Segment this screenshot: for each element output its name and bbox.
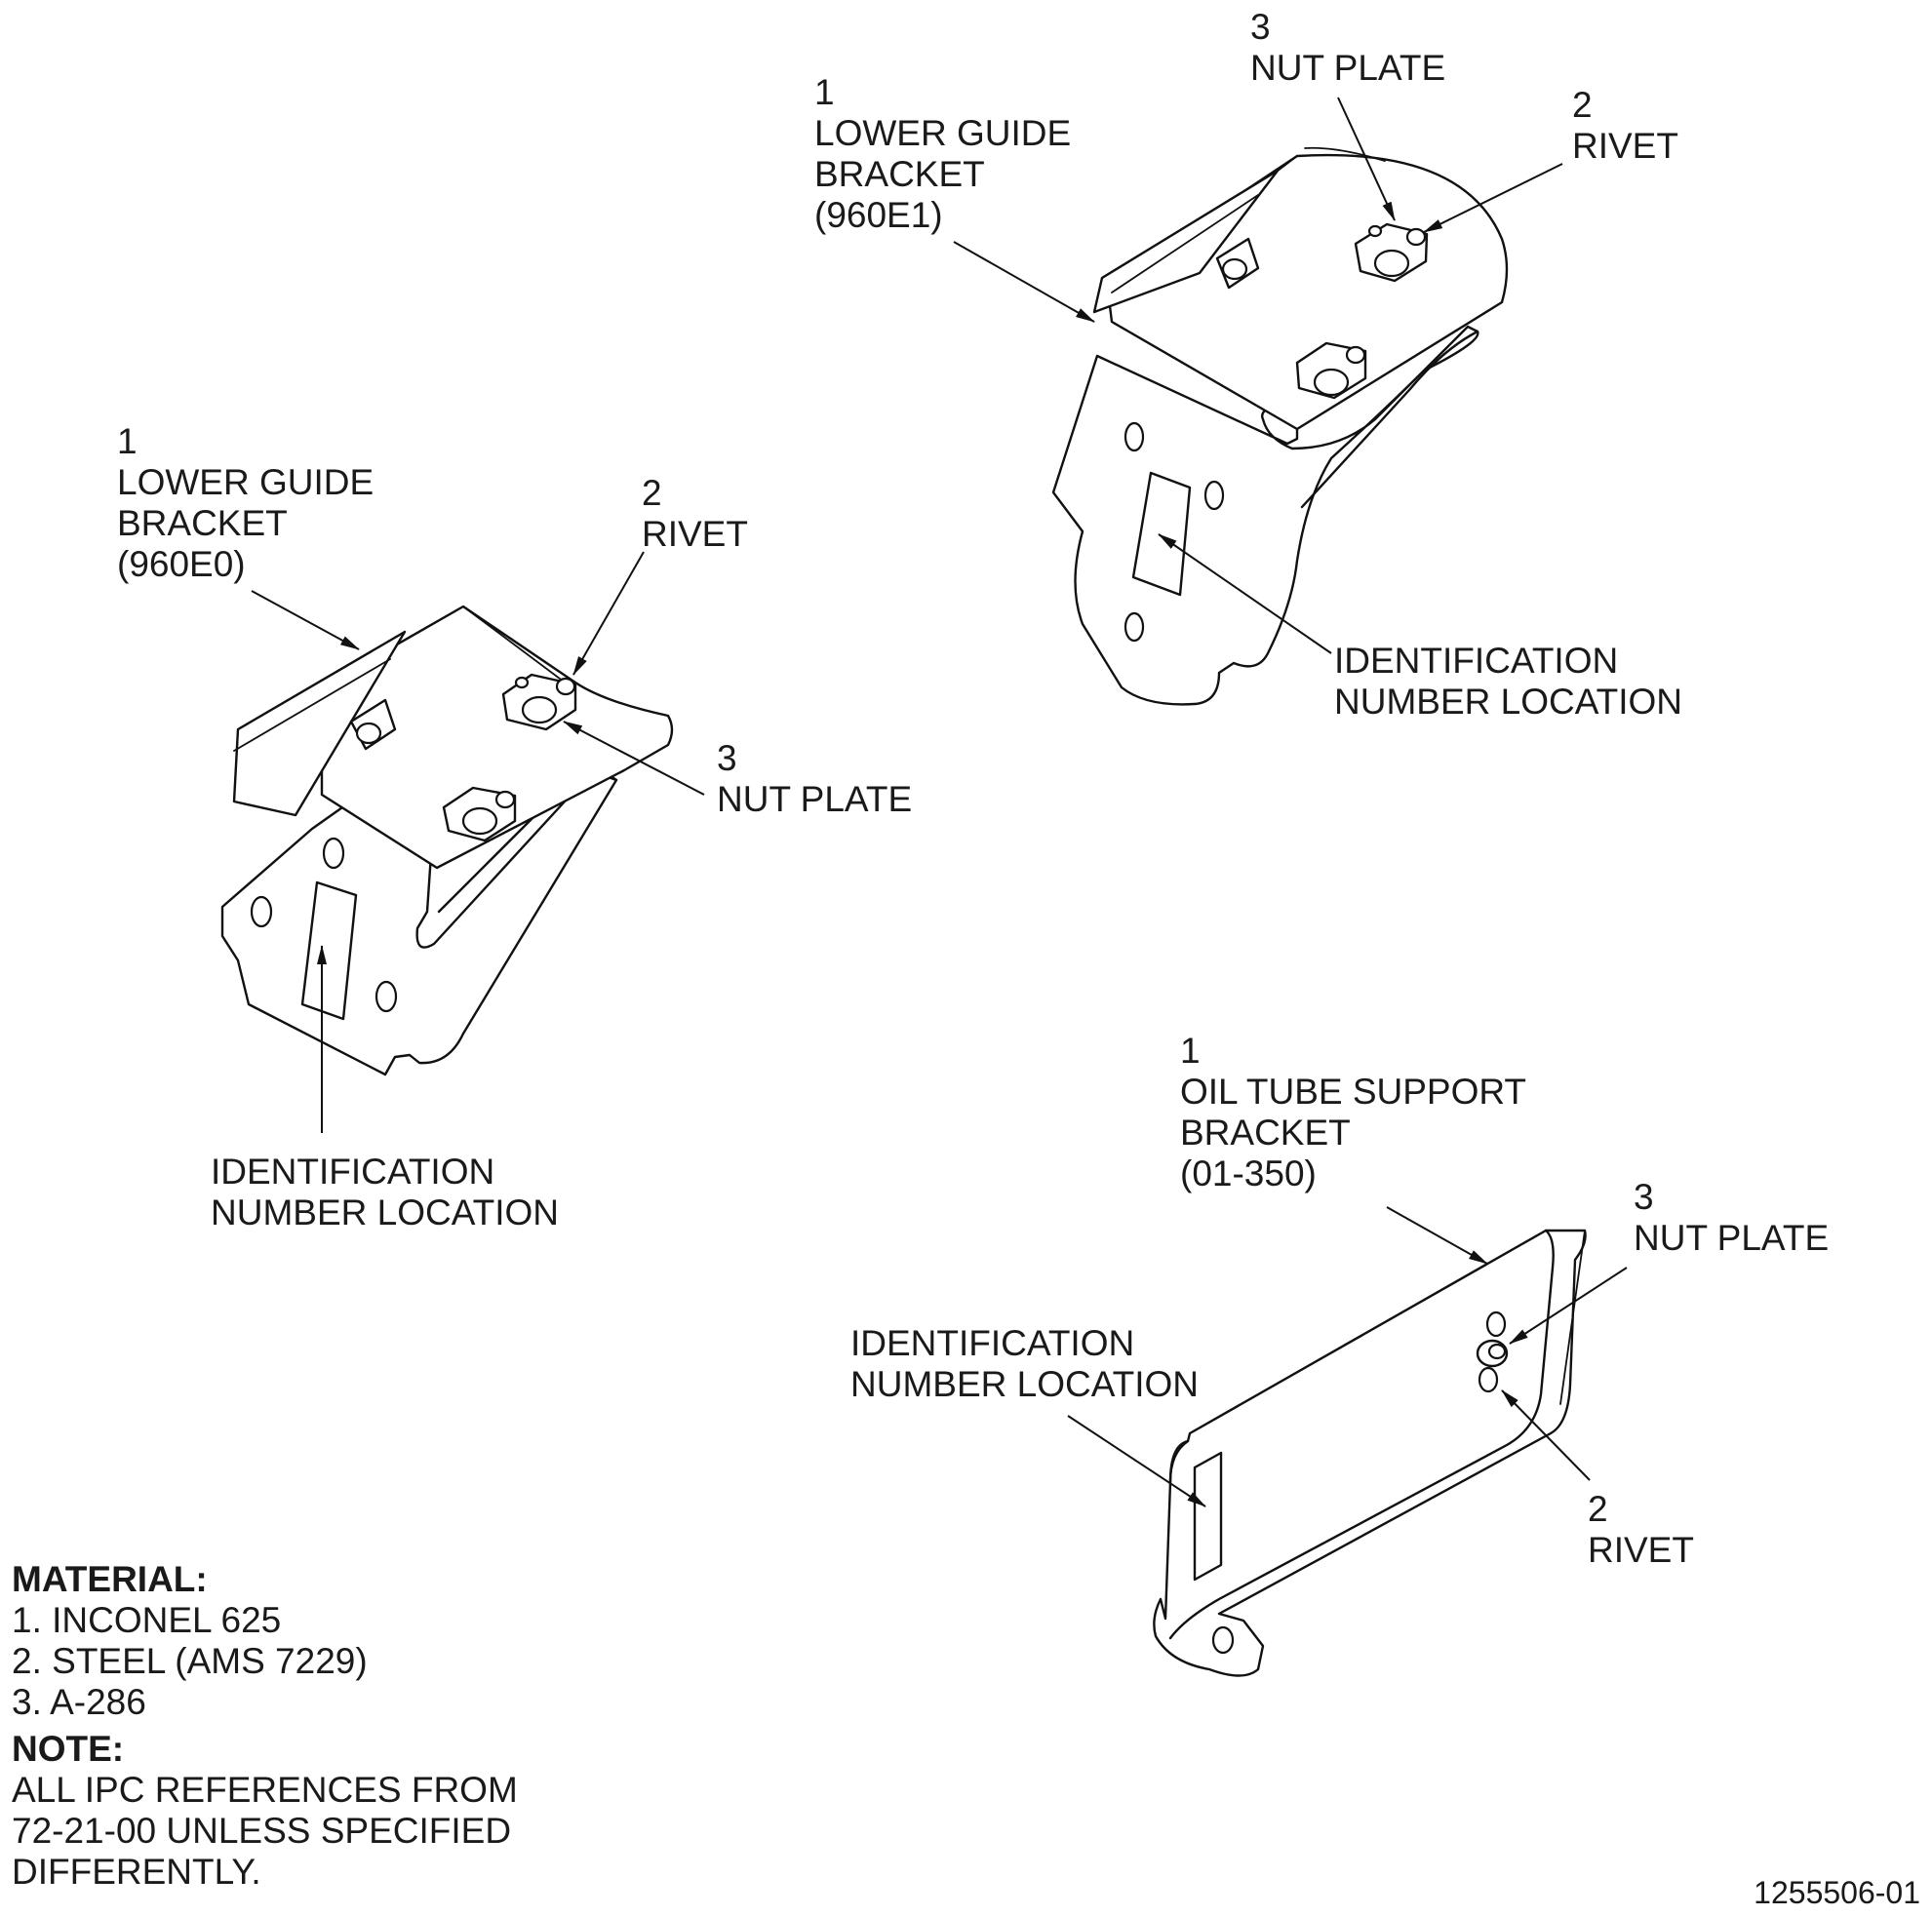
callout-b2-rivet-num: 2: [1572, 85, 1593, 125]
note-line-1: ALL IPC REFERENCES FROM: [12, 1770, 518, 1810]
callout-b3-nut-leader: [1509, 1267, 1628, 1345]
callout-b2-part-line3: (960E1): [814, 195, 943, 235]
callout-b2-nut-label: NUT PLATE: [1250, 48, 1445, 88]
callout-b3-rivet-label: RIVET: [1588, 1530, 1694, 1570]
callout-b3-part-line1: OIL TUBE SUPPORT: [1180, 1072, 1526, 1112]
callout-b1-ident-line1: IDENTIFICATION: [211, 1152, 494, 1192]
note-line-2: 72-21-00 UNLESS SPECIFIED: [12, 1811, 511, 1851]
callout-b2-rivet: 2 RIVET: [1423, 85, 1678, 233]
material-item-1: 1. INCONEL 625: [12, 1600, 281, 1640]
oil-tube-support-bracket-01-350: [1153, 1229, 1587, 1677]
callout-b3-ident-line1: IDENTIFICATION: [850, 1323, 1134, 1363]
callout-b3-ident-line2: NUMBER LOCATION: [850, 1364, 1199, 1404]
callout-b1-part-line2: BRACKET: [117, 503, 288, 543]
lower-guide-bracket-960e1: [1051, 146, 1509, 706]
callout-b1-part-num: 1: [117, 421, 138, 461]
callout-b1-ident: IDENTIFICATION NUMBER LOCATION: [211, 945, 559, 1232]
callout-b1-nut: 3 NUT PLATE: [563, 721, 912, 819]
callout-b2-nut-num: 3: [1250, 7, 1271, 47]
callout-b2-ident-line1: IDENTIFICATION: [1334, 641, 1618, 681]
callout-b1-part: 1 LOWER GUIDE BRACKET (960E0): [117, 421, 374, 650]
callout-b2-ident: IDENTIFICATION NUMBER LOCATION: [1158, 533, 1682, 722]
callout-b2-nut-leader: [1337, 97, 1396, 221]
figure-id: 1255506-01: [1754, 1875, 1920, 1910]
callout-b1-nut-leader: [563, 721, 705, 796]
callout-b2-part-num: 1: [814, 72, 835, 112]
callout-b2-part: 1 LOWER GUIDE BRACKET (960E1): [814, 72, 1095, 323]
callout-b3-rivet-num: 2: [1588, 1489, 1608, 1529]
callout-b3-ident-leader: [1067, 1415, 1206, 1507]
callout-b3-part: 1 OIL TUBE SUPPORT BRACKET (01-350): [1180, 1031, 1526, 1265]
material-heading: MATERIAL:: [12, 1559, 208, 1599]
callout-b1-part-leader: [251, 590, 360, 650]
callout-b3-rivet: 2 RIVET: [1501, 1389, 1694, 1570]
callout-b2-rivet-label: RIVET: [1572, 126, 1678, 166]
callout-b3-part-line3: (01-350): [1180, 1154, 1317, 1193]
callout-b3-part-line2: BRACKET: [1180, 1113, 1351, 1153]
callout-b1-nut-label: NUT PLATE: [717, 779, 912, 819]
callout-b1-rivet-num: 2: [642, 473, 662, 513]
callout-b1-nut-num: 3: [717, 738, 737, 778]
callout-b2-ident-leader: [1158, 533, 1332, 654]
callout-b1-part-line3: (960E0): [117, 544, 246, 584]
lower-guide-bracket-960e0: [220, 605, 674, 1076]
callout-b2-part-line1: LOWER GUIDE: [814, 113, 1071, 153]
callout-b2-nut: 3 NUT PLATE: [1250, 7, 1445, 221]
callout-b3-nut: 3 NUT PLATE: [1509, 1177, 1829, 1345]
callout-b2-ident-line2: NUMBER LOCATION: [1334, 682, 1682, 722]
callout-b1-rivet-label: RIVET: [642, 514, 748, 554]
note-heading: NOTE:: [12, 1729, 124, 1769]
callout-b3-rivet-leader: [1501, 1389, 1591, 1481]
callout-b2-part-line2: BRACKET: [814, 154, 985, 194]
callout-b3-ident: IDENTIFICATION NUMBER LOCATION: [850, 1323, 1206, 1507]
callout-b3-nut-label: NUT PLATE: [1634, 1218, 1829, 1258]
material-block: MATERIAL: 1. INCONEL 625 2. STEEL (AMS 7…: [12, 1559, 368, 1722]
callout-b1-ident-line2: NUMBER LOCATION: [211, 1193, 559, 1232]
note-block: NOTE: ALL IPC REFERENCES FROM 72-21-00 U…: [12, 1729, 518, 1892]
callout-b1-rivet: 2 RIVET: [572, 473, 748, 676]
callout-b2-rivet-leader: [1423, 163, 1563, 233]
callout-b2-part-leader: [953, 241, 1095, 323]
note-line-3: DIFFERENTLY.: [12, 1852, 261, 1892]
callout-b3-nut-num: 3: [1634, 1177, 1654, 1217]
callout-b3-part-num: 1: [1180, 1031, 1201, 1071]
callout-b1-rivet-leader: [572, 551, 645, 676]
callout-b1-part-line1: LOWER GUIDE: [117, 462, 374, 502]
material-item-2: 2. STEEL (AMS 7229): [12, 1641, 368, 1681]
material-item-3: 3. A-286: [12, 1682, 146, 1722]
callout-b3-part-leader: [1386, 1206, 1488, 1265]
